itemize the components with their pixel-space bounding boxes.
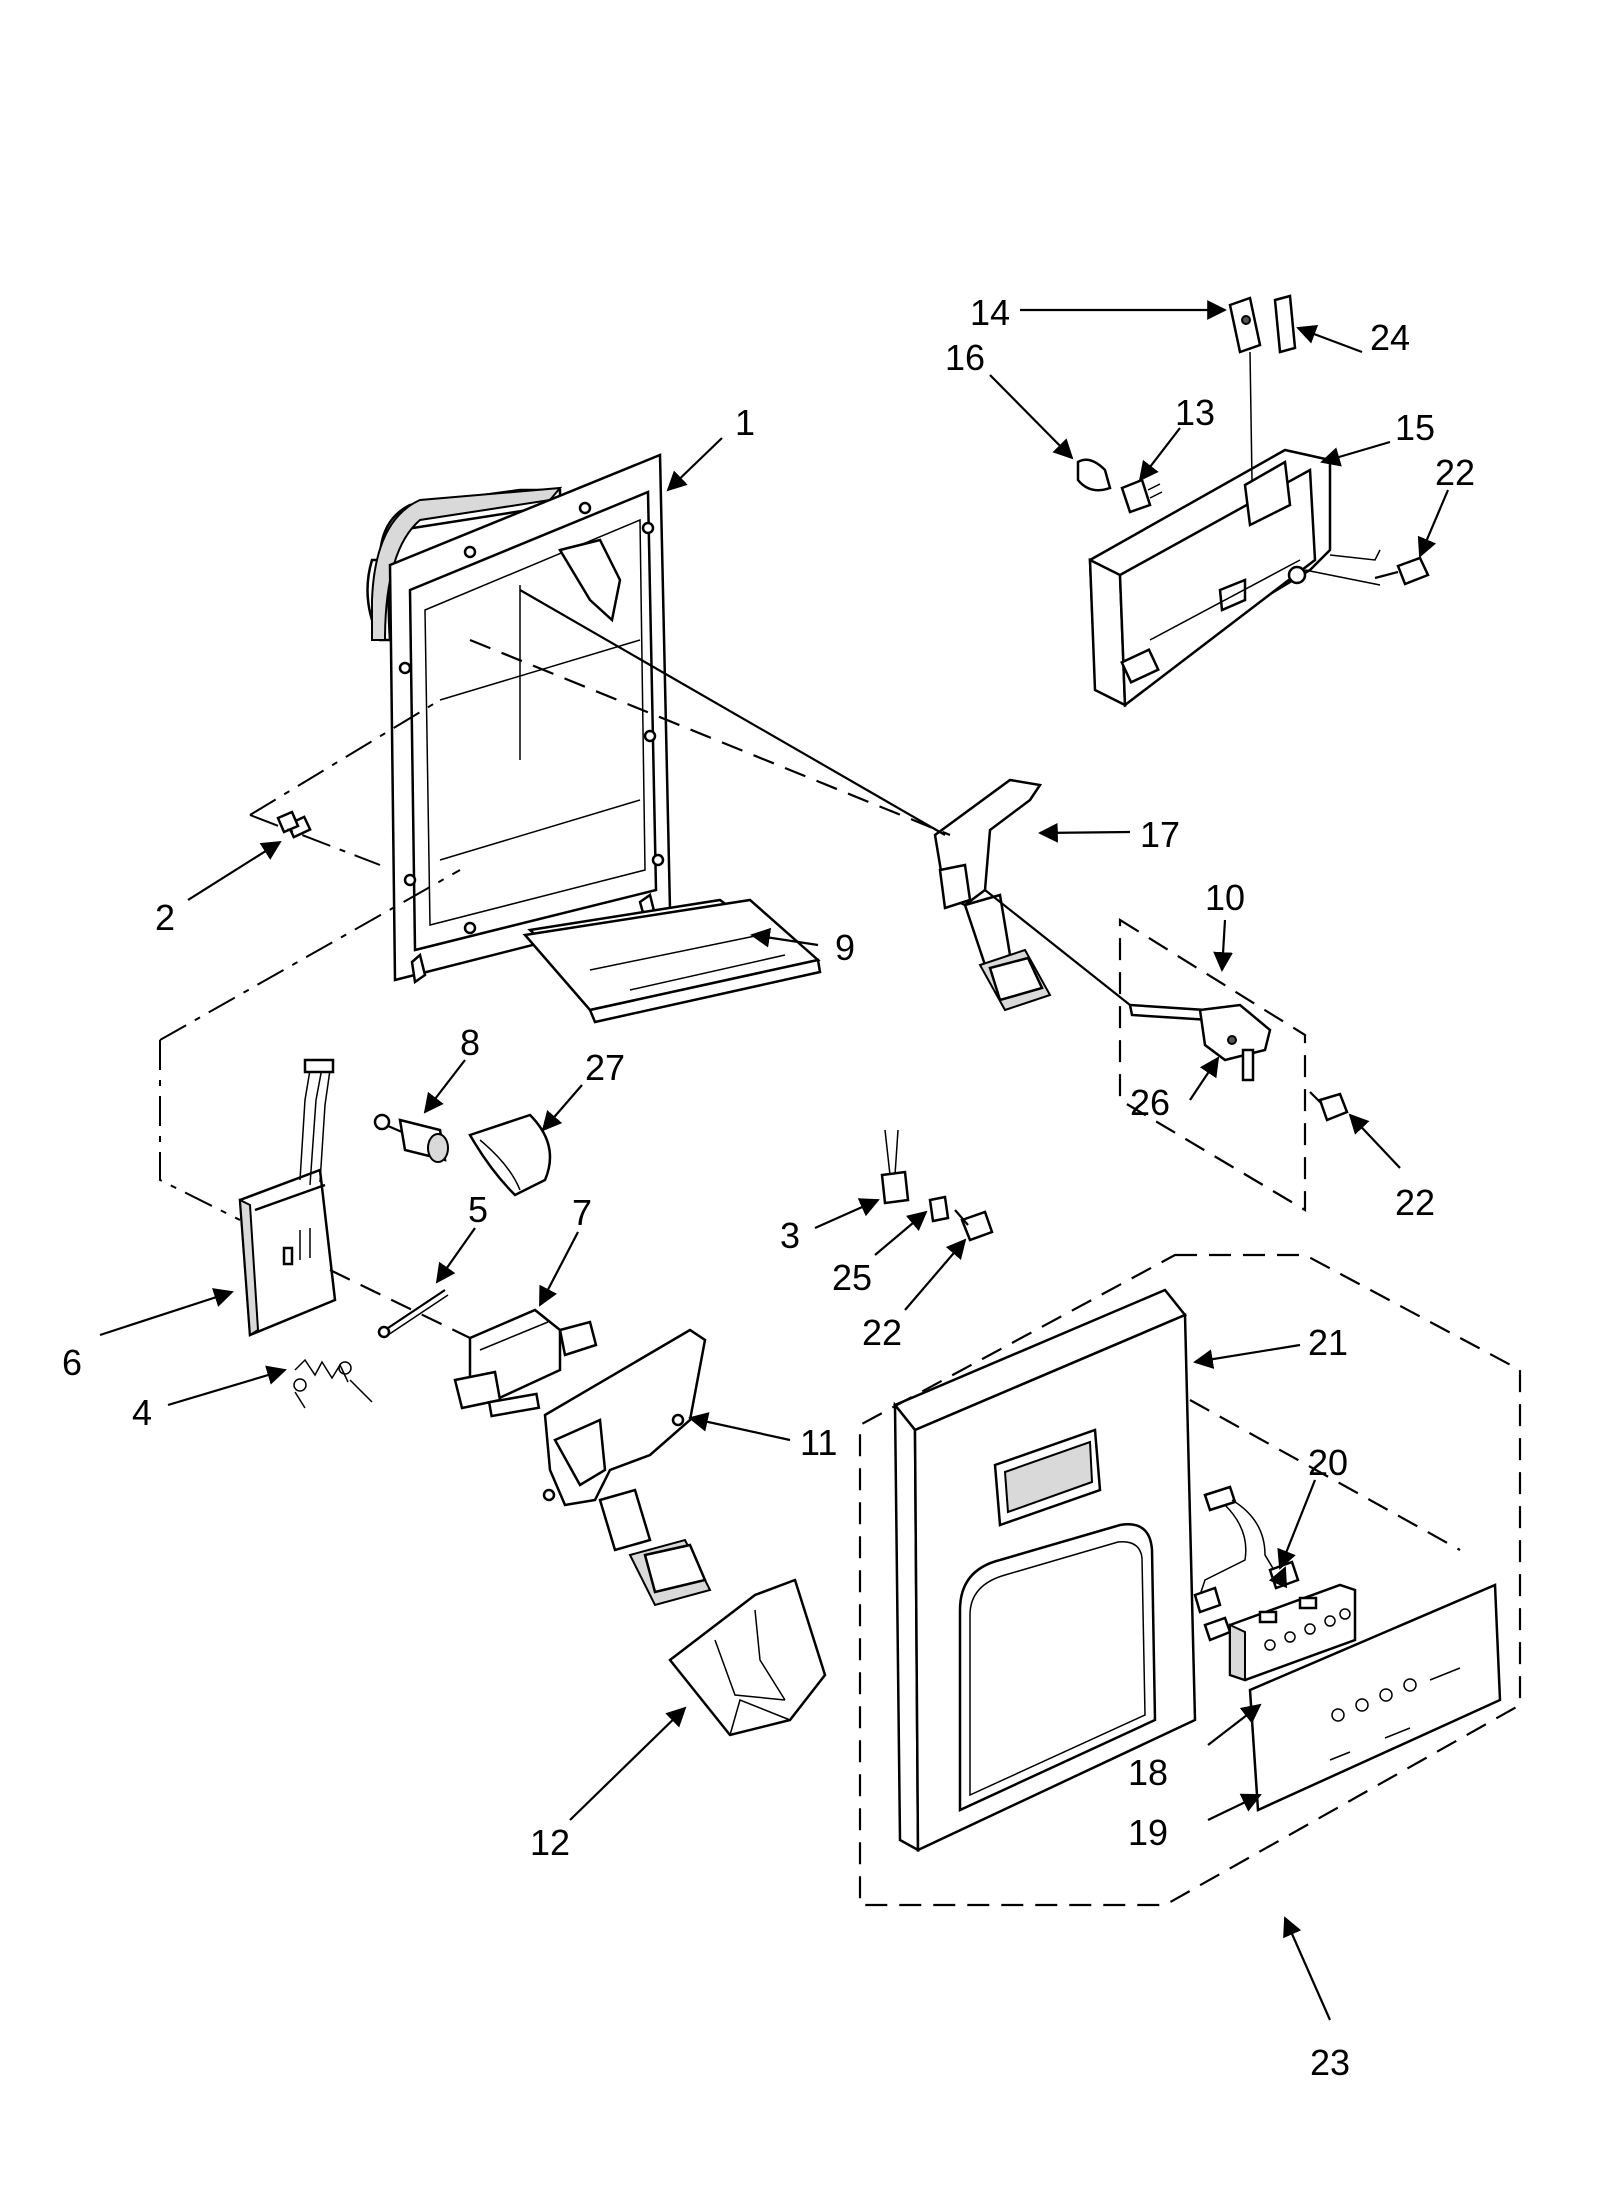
callout-8: 8 <box>460 1022 480 1063</box>
group-23-outline <box>858 1253 1522 1907</box>
callout-17: 17 <box>1140 814 1180 855</box>
callout-3: 3 <box>780 1215 800 1256</box>
guide-lines <box>159 549 1461 1551</box>
drip-tray <box>522 898 822 1024</box>
callout-22: 22 <box>1435 452 1475 493</box>
solenoid-8 <box>373 1113 449 1163</box>
callout-22b: 22 <box>1395 1182 1435 1223</box>
pin-5 <box>377 1289 449 1339</box>
callout-21: 21 <box>1308 1322 1348 1363</box>
decal-19 <box>1248 1583 1502 1812</box>
cover-27 <box>468 1113 552 1197</box>
leader-lines <box>99 300 1450 2021</box>
callout-2: 2 <box>155 897 175 938</box>
callout-23: 23 <box>1310 2042 1350 2083</box>
callout-14: 14 <box>970 292 1010 333</box>
callout-6: 6 <box>62 1342 82 1383</box>
screw-2 <box>276 810 312 839</box>
callout-13: 13 <box>1175 392 1215 433</box>
callout-labels: 1 2 3 4 5 6 7 8 9 10 11 12 13 14 15 16 1… <box>62 292 1475 2083</box>
screw-22-top <box>1374 556 1430 586</box>
callout-26: 26 <box>1130 1082 1170 1123</box>
callout-5: 5 <box>468 1189 488 1230</box>
bracket-7 <box>453 1308 598 1418</box>
callout-25: 25 <box>832 1257 872 1298</box>
actuator-11 <box>542 1328 712 1607</box>
lamp-16 <box>1076 458 1112 492</box>
control-box-15 <box>1088 448 1332 708</box>
callout-24: 24 <box>1370 317 1410 358</box>
callout-9: 9 <box>835 927 855 968</box>
funnel-12 <box>668 1578 827 1737</box>
callout-10: 10 <box>1205 877 1245 918</box>
screw-22-right <box>1309 1091 1349 1122</box>
sensor-14 <box>1228 296 1262 481</box>
clip-25 <box>928 1195 950 1223</box>
screw-22-mid <box>954 1209 994 1242</box>
clip-3 <box>880 1129 910 1205</box>
callout-27: 27 <box>585 1047 625 1088</box>
lever-26 <box>1128 1003 1272 1082</box>
module-6 <box>238 1058 337 1337</box>
callout-12: 12 <box>530 1822 570 1863</box>
callout-16: 16 <box>945 337 985 378</box>
callout-7: 7 <box>572 1192 592 1233</box>
actuator-17 <box>933 778 1052 1012</box>
spring-4 <box>293 1358 373 1409</box>
callout-1: 1 <box>735 402 755 443</box>
dispenser-housing <box>366 453 672 985</box>
callout-19: 19 <box>1128 1812 1168 1853</box>
callout-18: 18 <box>1128 1752 1168 1793</box>
callout-4: 4 <box>132 1392 152 1433</box>
group-10-outline <box>1118 918 1307 1212</box>
front-panel-21 <box>892 1288 1197 1853</box>
callout-11: 11 <box>800 1422 837 1463</box>
control-board-18 <box>1228 1583 1357 1682</box>
callout-15: 15 <box>1395 407 1435 448</box>
callout-22c: 22 <box>862 1312 902 1353</box>
insulator-24 <box>1273 294 1297 354</box>
callout-20: 20 <box>1308 1442 1348 1483</box>
socket-13 <box>1120 478 1163 514</box>
